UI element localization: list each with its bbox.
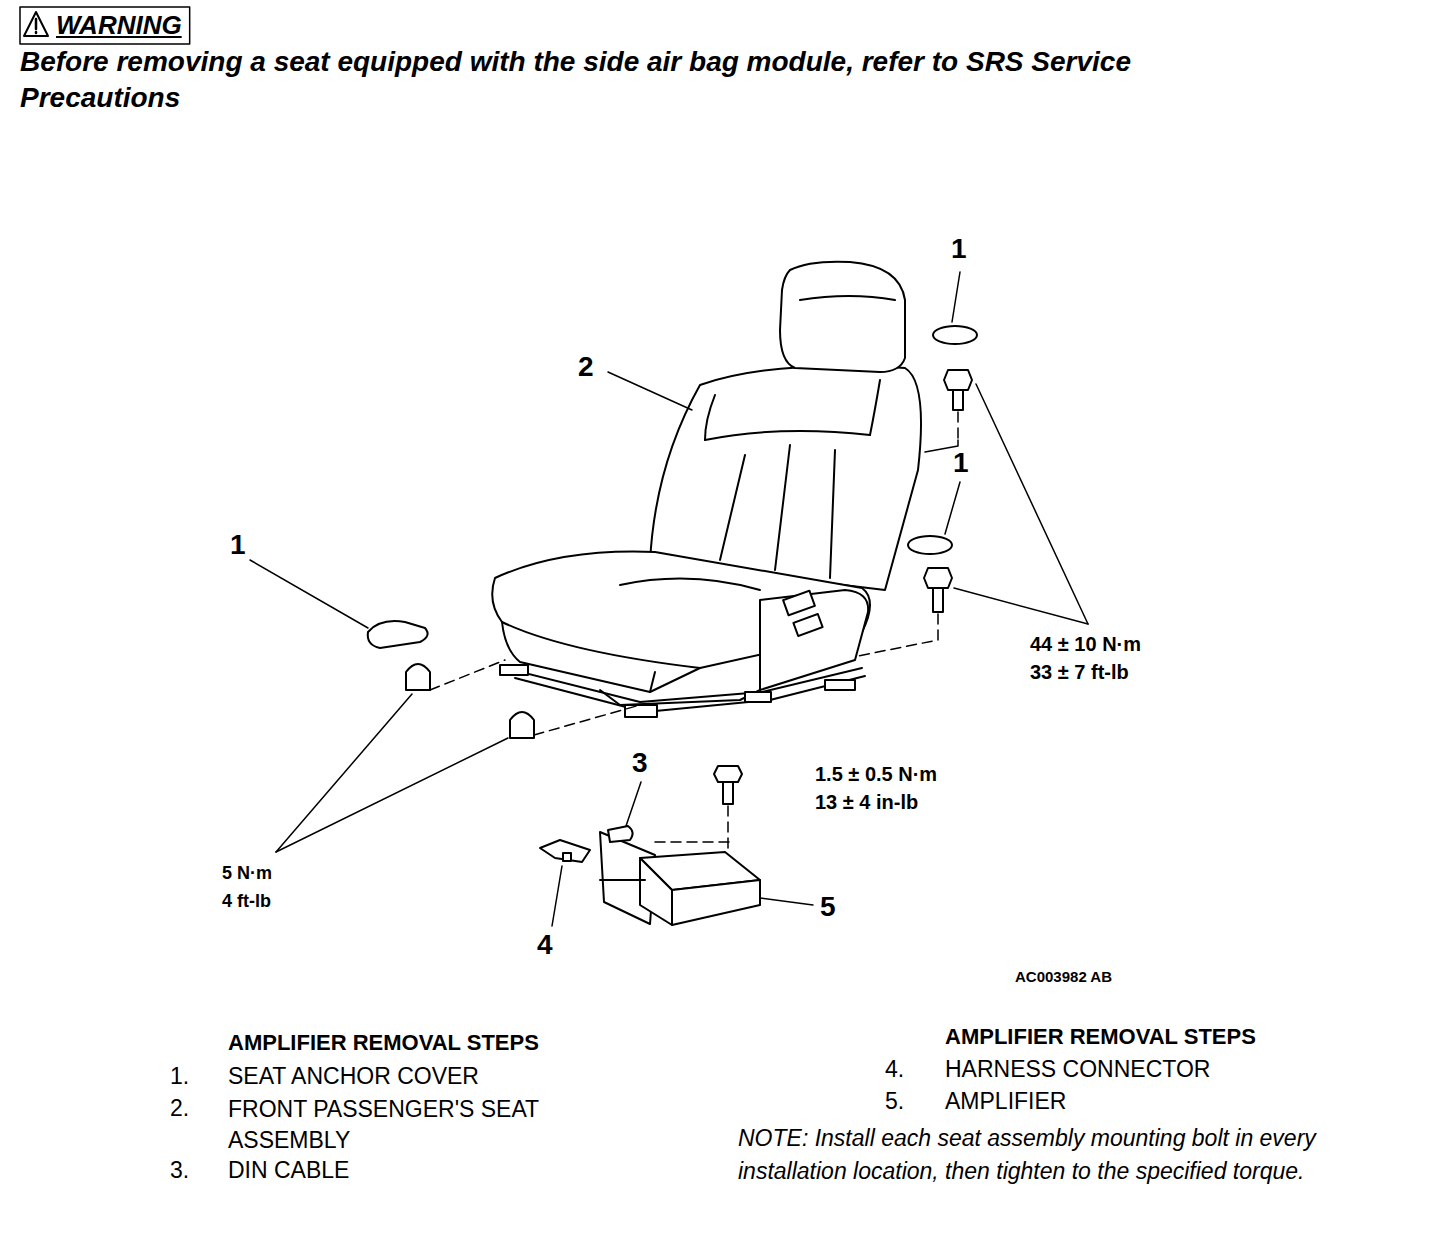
step-number: 5. xyxy=(885,1087,904,1115)
seat-seam xyxy=(830,450,835,578)
anchor-cover xyxy=(908,536,952,554)
seat-foot xyxy=(500,665,528,675)
figure-code: AC003982 AB xyxy=(1015,968,1112,986)
step-text: HARNESS CONNECTOR xyxy=(945,1055,1210,1083)
seat-seam xyxy=(620,579,760,590)
seat-seam xyxy=(705,395,715,440)
install-line xyxy=(858,614,938,656)
step-text: FRONT PASSENGER'S SEAT ASSEMBLY xyxy=(228,1094,618,1156)
warning-heading: WARNING xyxy=(56,10,182,41)
seat-seam xyxy=(705,431,870,440)
seat-foot xyxy=(825,680,855,690)
seat-seam xyxy=(870,380,880,435)
seat-seam xyxy=(775,445,790,570)
seat-belt-buckle xyxy=(783,591,815,616)
leader-line xyxy=(608,372,692,410)
warning-triangle xyxy=(24,12,48,36)
warning-text: Before removing a seat equipped with the… xyxy=(20,44,1190,116)
leader-line xyxy=(976,384,1088,624)
seat-backrest xyxy=(650,366,921,590)
install-line xyxy=(727,806,729,850)
mounting-nut xyxy=(510,712,534,738)
seat-rail xyxy=(515,676,865,712)
step-number: 2. xyxy=(170,1094,189,1122)
callout-number: 3 xyxy=(632,746,648,780)
mounting-bolt xyxy=(933,588,943,612)
leader-line xyxy=(250,560,368,628)
note-text: NOTE: Install each seat assembly mountin… xyxy=(738,1122,1418,1188)
amplifier-bracket xyxy=(600,879,645,881)
leader-line xyxy=(626,782,641,826)
seat-foot xyxy=(745,692,771,702)
warning-box xyxy=(20,7,190,44)
mounting-bolt xyxy=(944,370,972,390)
amplifier-box xyxy=(640,858,672,925)
leader-line xyxy=(945,482,960,534)
steps-heading: AMPLIFIER REMOVAL STEPS xyxy=(945,1024,1256,1050)
mounting-bolt xyxy=(924,568,952,588)
leader-line xyxy=(954,588,1088,624)
mounting-nut xyxy=(406,664,430,690)
anchor-cover xyxy=(368,621,428,648)
harness-connector xyxy=(563,853,571,861)
leader-line xyxy=(952,272,960,322)
seat-seam xyxy=(650,672,655,692)
step-number: 1. xyxy=(170,1062,189,1090)
step-text: SEAT ANCHOR COVER xyxy=(228,1062,479,1090)
warning-mark xyxy=(35,19,38,29)
harness-connector xyxy=(540,840,590,862)
install-line xyxy=(655,841,730,843)
amplifier-box xyxy=(672,880,760,925)
callout-number: 1 xyxy=(951,232,967,266)
leader-line xyxy=(552,866,562,926)
step-text: AMPLIFIER xyxy=(945,1087,1066,1115)
step-number: 4. xyxy=(885,1055,904,1083)
torque-spec: 1.5 ± 0.5 N·m xyxy=(815,762,937,786)
install-line xyxy=(957,412,959,440)
seat-belt-buckle xyxy=(793,614,822,636)
amplifier-bolt xyxy=(714,766,742,782)
seat-seam xyxy=(720,455,745,560)
torque-spec: 33 ± 7 ft-lb xyxy=(1030,660,1129,684)
callout-number: 2 xyxy=(578,350,594,384)
steps-heading: AMPLIFIER REMOVAL STEPS xyxy=(228,1030,539,1056)
mounting-bolt xyxy=(953,390,963,410)
install-line xyxy=(534,705,640,735)
seat-foot xyxy=(625,705,657,717)
callout-number: 1 xyxy=(953,446,969,480)
callout-number: 1 xyxy=(230,528,246,562)
anchor-cover xyxy=(933,326,977,344)
callout-number: 4 xyxy=(537,928,553,962)
torque-spec: 44 ± 10 N·m xyxy=(1030,632,1141,656)
seat-rail xyxy=(600,690,760,705)
torque-spec: 5 N·m xyxy=(222,862,272,884)
amplifier-bolt xyxy=(723,782,733,804)
leader-line xyxy=(276,694,412,852)
seat-frame xyxy=(505,668,862,702)
step-text: DIN CABLE xyxy=(228,1156,349,1184)
callout-number: 5 xyxy=(820,890,836,924)
seat-seam xyxy=(800,296,895,300)
seat-headrest xyxy=(780,262,905,372)
seat-side-trim xyxy=(760,590,868,690)
leader-line xyxy=(760,898,813,905)
step-number: 3. xyxy=(170,1156,189,1184)
torque-spec: 13 ± 4 in-lb xyxy=(815,790,918,814)
leader-line xyxy=(276,738,508,852)
torque-spec: 4 ft-lb xyxy=(222,890,271,912)
din-cable xyxy=(608,826,633,842)
warning-mark xyxy=(35,32,38,33)
install-line xyxy=(430,660,505,690)
